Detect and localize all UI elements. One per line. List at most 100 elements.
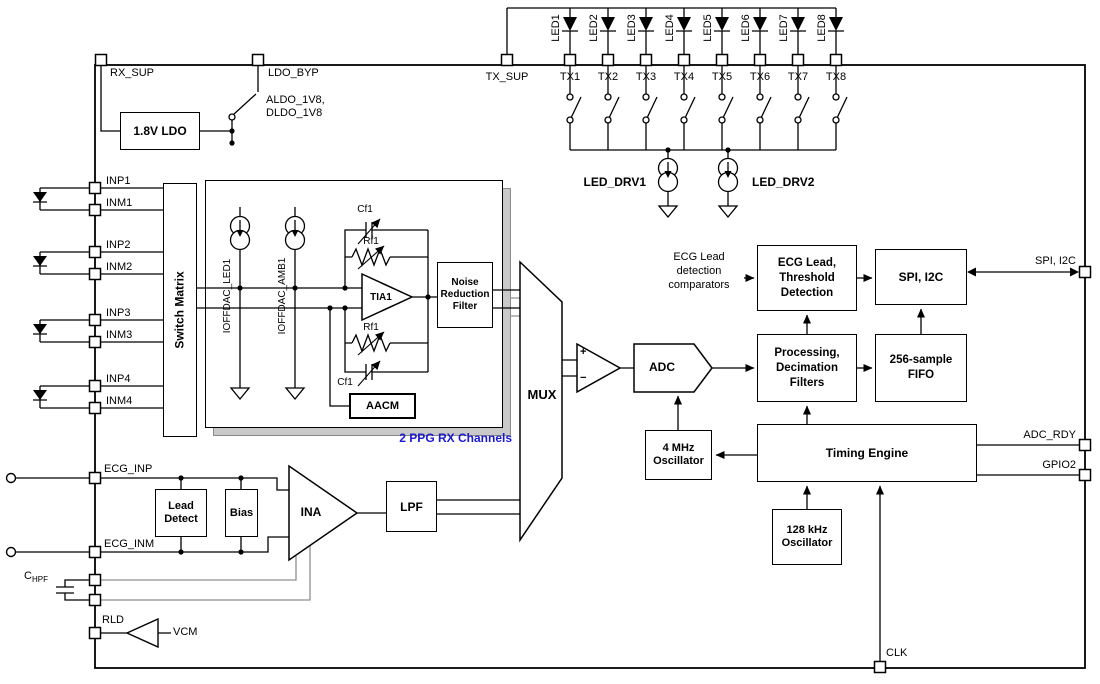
spi-i2c-pin-label: SPI, I2C [1035, 255, 1076, 267]
pin-tx7 [791, 53, 805, 67]
rx-sup-label: RX_SUP [110, 67, 155, 79]
pin-clk [873, 660, 887, 674]
pin-inm1 [88, 203, 102, 217]
pin-spi-i2c [1078, 265, 1092, 279]
ground-icon [657, 205, 679, 219]
mux-shape [519, 260, 563, 543]
tx1-label: TX1 [559, 71, 581, 83]
led4-diode-icon [677, 17, 691, 31]
bias-block: Bias [225, 489, 258, 537]
led7-diode-icon [791, 17, 805, 31]
ground-icon [284, 387, 306, 401]
pin-inp4 [88, 379, 102, 393]
tx-column-6 [752, 8, 772, 150]
tx5-label: TX5 [711, 71, 733, 83]
ioffdac-amb1-label: IOFFDAC_AMB1 [277, 257, 288, 335]
tx3-label: TX3 [635, 71, 657, 83]
mux-label: MUX [527, 387, 557, 402]
led5-label: LED5 [702, 14, 714, 42]
led2-label: LED2 [588, 14, 600, 42]
tia1-amplifier-icon [361, 272, 414, 322]
pin-inp1 [88, 181, 102, 195]
rf1-top-label: Rf1 [363, 236, 379, 247]
led6-label: LED6 [740, 14, 752, 42]
cf1-bottom-label: Cf1 [337, 377, 353, 388]
pin-tx3 [639, 53, 653, 67]
ina-amplifier-icon [288, 464, 359, 562]
pin-inm3 [88, 335, 102, 349]
ecg-inp-label: ECG_INP [104, 463, 153, 475]
tia-feedback-top [344, 218, 429, 297]
led5-diode-icon [715, 17, 729, 31]
osc-128khz-block: 128 kHz Oscillator [772, 509, 842, 565]
inp2-label: INP2 [106, 239, 131, 251]
led7-label: LED7 [778, 14, 790, 42]
clk-pin-label: CLK [886, 647, 908, 659]
pin-tx8 [829, 53, 843, 67]
inm3-label: INM3 [106, 329, 133, 341]
pin-tx4 [677, 53, 691, 67]
tx8-label: TX8 [825, 71, 847, 83]
led3-label: LED3 [626, 14, 638, 42]
ina-label: INA [300, 505, 322, 519]
photodiode-input-4 [33, 385, 163, 409]
adc-shape [633, 343, 713, 393]
led8-diode-icon [829, 17, 843, 31]
inm4-label: INM4 [106, 395, 133, 407]
ldo-rails-label: ALDO_1V8, DLDO_1V8 [266, 94, 325, 119]
pin-tx2 [601, 53, 615, 67]
inp3-label: INP3 [106, 307, 131, 319]
pin-ldo-byp [251, 53, 265, 67]
pin-inp2 [88, 245, 102, 259]
ppg-channels-note: 2 PPG RX Channels [399, 431, 512, 445]
ppg-signal-wiring [197, 287, 520, 309]
photodiode-icon [33, 390, 47, 400]
spi-i2c-block: SPI, I2C [875, 249, 967, 305]
led3-diode-icon [639, 17, 653, 31]
ecg-inm-label: ECG_INM [104, 538, 155, 550]
processing-decimation-filters-block: Processing, Decimation Filters [757, 334, 857, 402]
timing-engine-block: Timing Engine [757, 424, 977, 482]
adc-amp-plus: + [580, 346, 587, 358]
rf1-bottom-label: Rf1 [363, 322, 379, 333]
tx-column-1 [562, 8, 582, 150]
pin-chpf-a [88, 573, 102, 587]
led-drv2-label: LED_DRV2 [752, 175, 815, 189]
ldo-byp-label: LDO_BYP [268, 67, 319, 79]
pin-gpio2 [1078, 468, 1092, 482]
ground-icon [229, 387, 251, 401]
tx4-label: TX4 [673, 71, 695, 83]
photodiode-icon [33, 324, 47, 334]
adc-driver-amplifier-icon [576, 342, 622, 394]
rld-vcm-buffer-icon [125, 617, 159, 649]
led4-label: LED4 [664, 14, 676, 42]
pin-tx-sup [500, 53, 514, 67]
photodiode-input-2 [33, 251, 163, 275]
pin-rld [88, 626, 102, 640]
pin-inp3 [88, 313, 102, 327]
inm2-label: INM2 [106, 261, 133, 273]
pin-tx5 [715, 53, 729, 67]
adc-path-wiring [562, 342, 713, 394]
tx7-label: TX7 [787, 71, 809, 83]
photodiode-icon [33, 256, 47, 266]
led-drv2-current-source [717, 150, 739, 219]
tx-column-4 [676, 8, 696, 150]
tx-sup-label: TX_SUP [485, 71, 529, 83]
pin-ecg-inp [88, 471, 102, 485]
pin-squares [88, 53, 1092, 674]
chpf-label: CHPF [24, 570, 48, 584]
digital-arrows [674, 267, 1079, 662]
pin-tx1 [563, 53, 577, 67]
adc-label: ADC [649, 360, 675, 374]
tx-column-7 [790, 8, 810, 150]
pin-inm4 [88, 401, 102, 415]
ioffdac-amb1-symbol [284, 207, 306, 401]
ppg-shadow-wiring [511, 297, 520, 317]
aacm-link [329, 308, 349, 407]
photodiode-input-3 [33, 319, 163, 343]
fifo-block: 256-sample FIFO [875, 334, 967, 402]
led-drv1-label: LED_DRV1 [583, 175, 646, 189]
ioffdac-led1-symbol [229, 207, 251, 401]
